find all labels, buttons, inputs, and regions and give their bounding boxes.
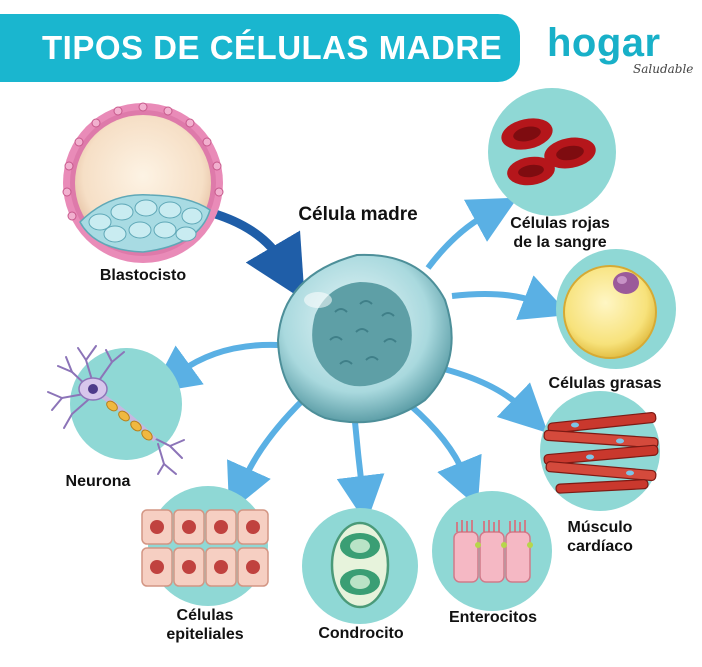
chondrocyte-illustration <box>302 508 418 624</box>
arrow-to-red-blood-cells <box>425 197 518 270</box>
blastocyst-label: Blastocisto <box>99 267 187 284</box>
arrow-to-cardiac-muscle <box>439 365 548 433</box>
arrow-to-neuron <box>150 341 279 394</box>
neuron-illustration <box>47 345 185 475</box>
cardiac-muscle-label: Músculo cardíaco <box>567 519 633 555</box>
logo-brand-text: hogar <box>547 21 661 65</box>
arrow-to-enterocytes <box>408 402 482 508</box>
blastocyst-illustration <box>62 102 224 263</box>
title-banner: TIPOS DE CÉLULAS MADRE <box>0 14 520 82</box>
logo-tagline: Saludable <box>633 62 694 76</box>
arrow-to-chondrocyte <box>336 421 385 524</box>
stem-cell-label: Célula madre <box>298 204 418 225</box>
stem-cell-illustration <box>276 253 453 424</box>
enterocytes-label: Enterocitos <box>448 609 537 626</box>
enterocytes-illustration <box>432 491 552 611</box>
epithelial-cells-label: Células epiteliales <box>166 607 244 643</box>
chondrocyte-label: Condrocito <box>318 625 404 642</box>
neuron-label: Neurona <box>65 473 131 490</box>
epithelial-cells-illustration <box>141 486 269 606</box>
arrow-to-fat-cells <box>451 275 570 321</box>
fat-cell-illustration <box>556 249 676 369</box>
arrows <box>150 197 570 524</box>
fat-cells-label: Células grasas <box>548 375 662 392</box>
cardiac-muscle-illustration <box>540 391 660 511</box>
brand-logo: hogar Saludable <box>547 20 693 80</box>
red-blood-cells-label: Células rojas de la sangre <box>510 215 610 251</box>
page-title: TIPOS DE CÉLULAS MADRE <box>42 29 503 66</box>
arrow-to-epithelial <box>227 395 308 513</box>
red-blood-cells-illustration <box>488 88 616 216</box>
arrow-blastocyst-to-stem <box>210 208 305 301</box>
